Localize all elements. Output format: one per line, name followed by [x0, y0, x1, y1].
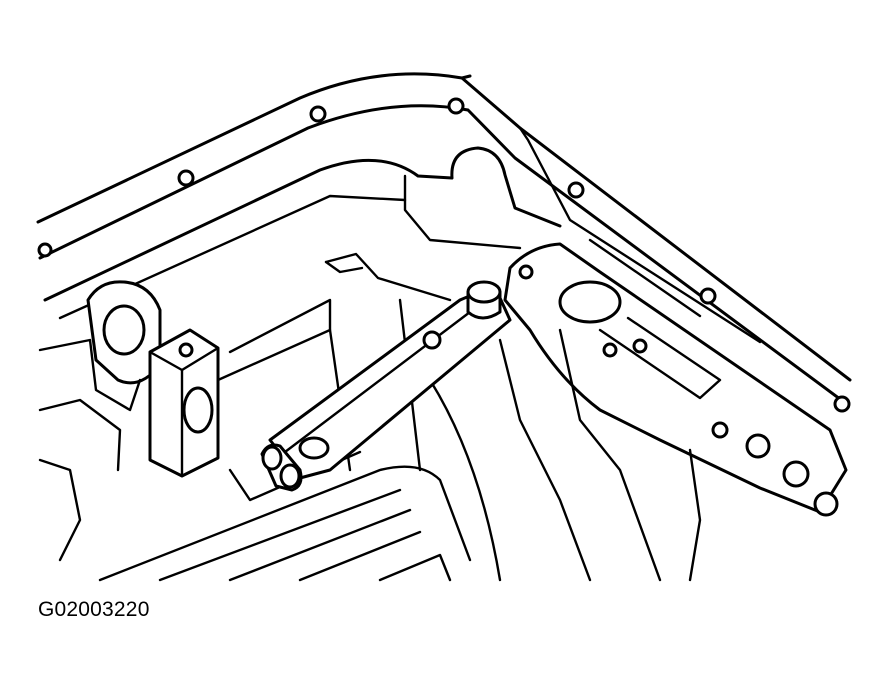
flange-bolt-hole — [177, 169, 195, 187]
housing-outer-flange — [36, 72, 852, 407]
flange-bolt-hole — [37, 242, 53, 258]
flange-bolt-hole — [699, 287, 717, 305]
left-boss — [38, 280, 162, 562]
flange-bolt-hole — [447, 97, 465, 115]
strainer-arm — [268, 293, 512, 480]
figure-code: G02003220 — [38, 598, 150, 621]
housing-inner-rim — [43, 126, 762, 344]
baffle-plate — [324, 252, 452, 302]
retaining-bolt — [466, 280, 502, 320]
mounting-block — [148, 298, 332, 478]
flange-bolt-hole — [567, 181, 585, 199]
bracket-hinge — [260, 443, 303, 492]
pump-housing — [428, 242, 848, 582]
flange-bolt-hole — [309, 105, 327, 123]
flange-bolt-hole — [833, 395, 851, 413]
flange-bolt-holes — [37, 97, 851, 413]
oil-pan-line-drawing — [36, 72, 852, 582]
